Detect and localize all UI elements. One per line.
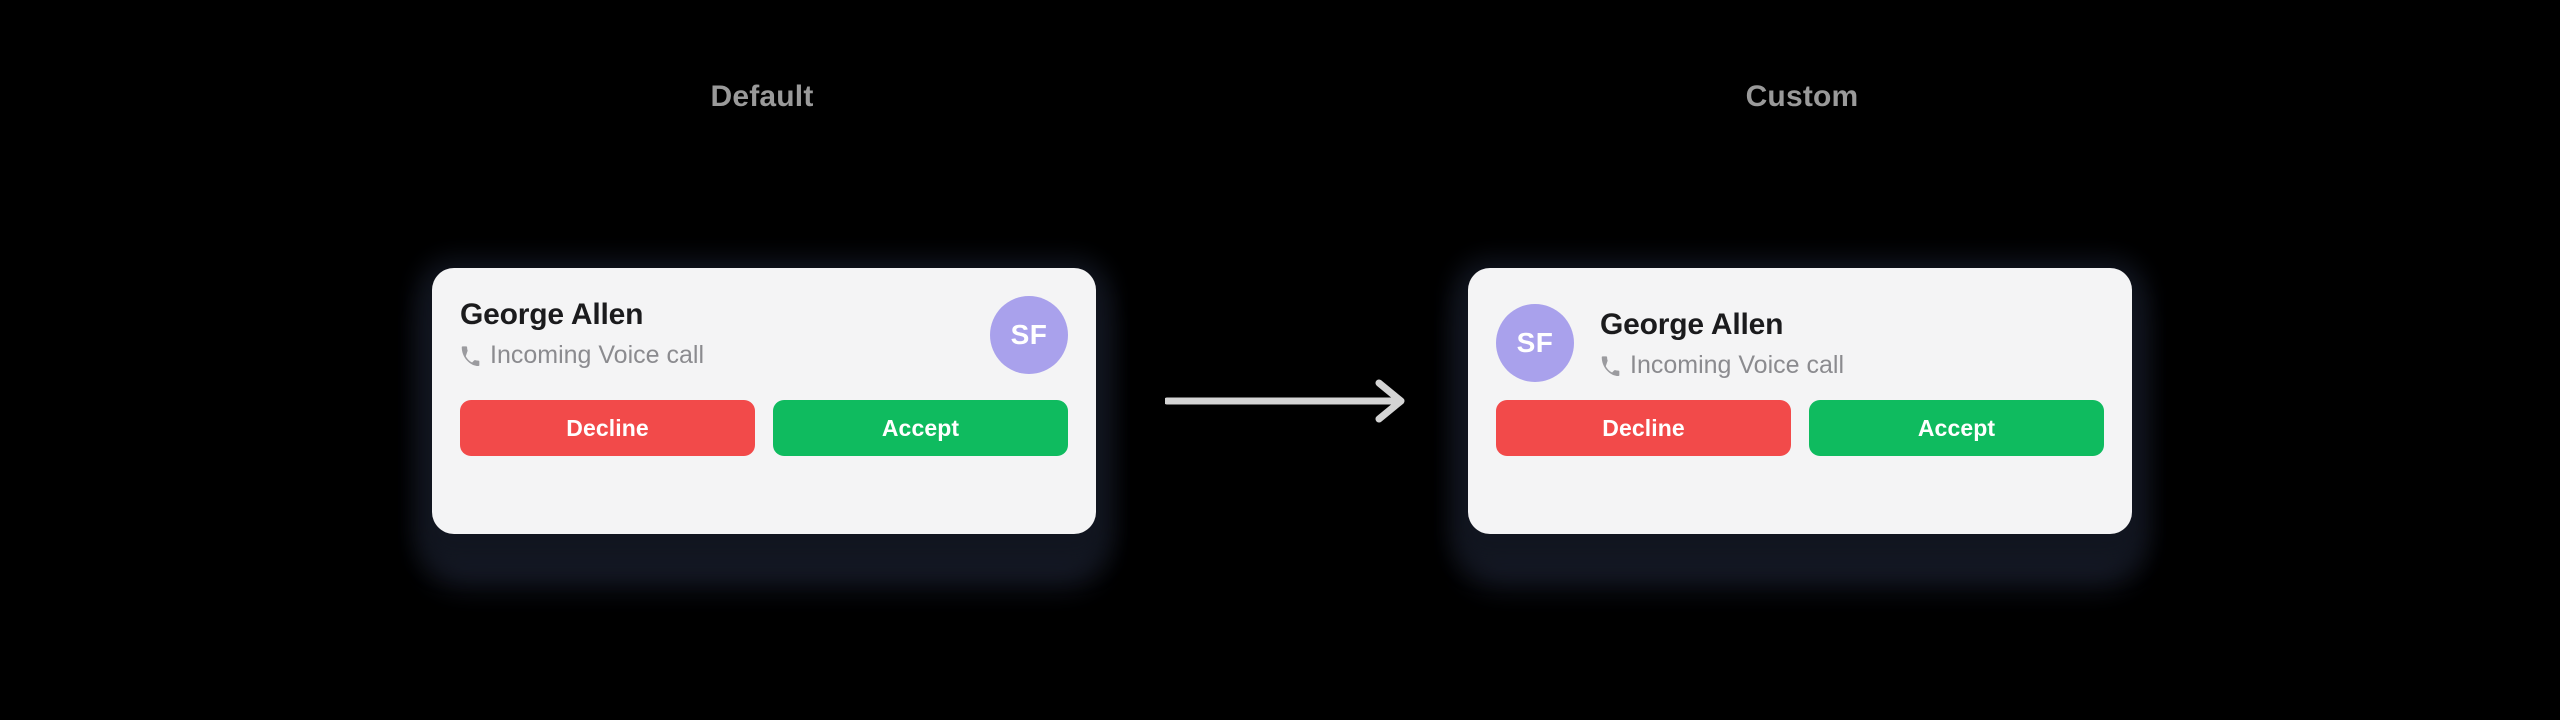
notification-card-custom-wrapper: SF George Allen Incoming Voice call Decl…: [1454, 258, 2146, 584]
notification-card-custom[interactable]: SF George Allen Incoming Voice call Decl…: [1468, 268, 2132, 534]
card-text-block: George Allen Incoming Voice call: [1600, 306, 2104, 380]
call-status-text: Incoming Voice call: [1630, 351, 1845, 379]
phone-incoming-icon: [461, 345, 480, 366]
call-status-row: Incoming Voice call: [1600, 350, 2104, 380]
notification-card-default[interactable]: George Allen Incoming Voice call SF Decl…: [432, 268, 1096, 534]
contact-name: George Allen: [460, 298, 644, 331]
accept-button[interactable]: Accept: [773, 400, 1068, 456]
call-status-row: Incoming Voice call: [460, 340, 990, 370]
card-header-custom: SF George Allen Incoming Voice call: [1496, 294, 2104, 392]
avatar: SF: [1496, 304, 1574, 382]
phone-incoming-icon: [1601, 355, 1620, 376]
decline-button[interactable]: Decline: [460, 400, 755, 456]
column-heading-default: Default: [710, 80, 814, 113]
accept-button[interactable]: Accept: [1809, 400, 2104, 456]
card-text-block: George Allen Incoming Voice call: [460, 294, 990, 370]
card-actions-default: Decline Accept: [460, 400, 1068, 456]
decline-button[interactable]: Decline: [1496, 400, 1791, 456]
card-actions-custom: Decline Accept: [1496, 400, 2104, 456]
call-status-text: Incoming Voice call: [490, 341, 705, 369]
notification-card-default-wrapper: George Allen Incoming Voice call SF Decl…: [418, 258, 1110, 584]
column-heading-custom: Custom: [1745, 80, 1859, 113]
avatar: SF: [990, 296, 1068, 374]
contact-name: George Allen: [1600, 308, 1784, 341]
right-arrow-icon: [1165, 379, 1405, 423]
card-header-default: George Allen Incoming Voice call SF: [460, 294, 1068, 392]
